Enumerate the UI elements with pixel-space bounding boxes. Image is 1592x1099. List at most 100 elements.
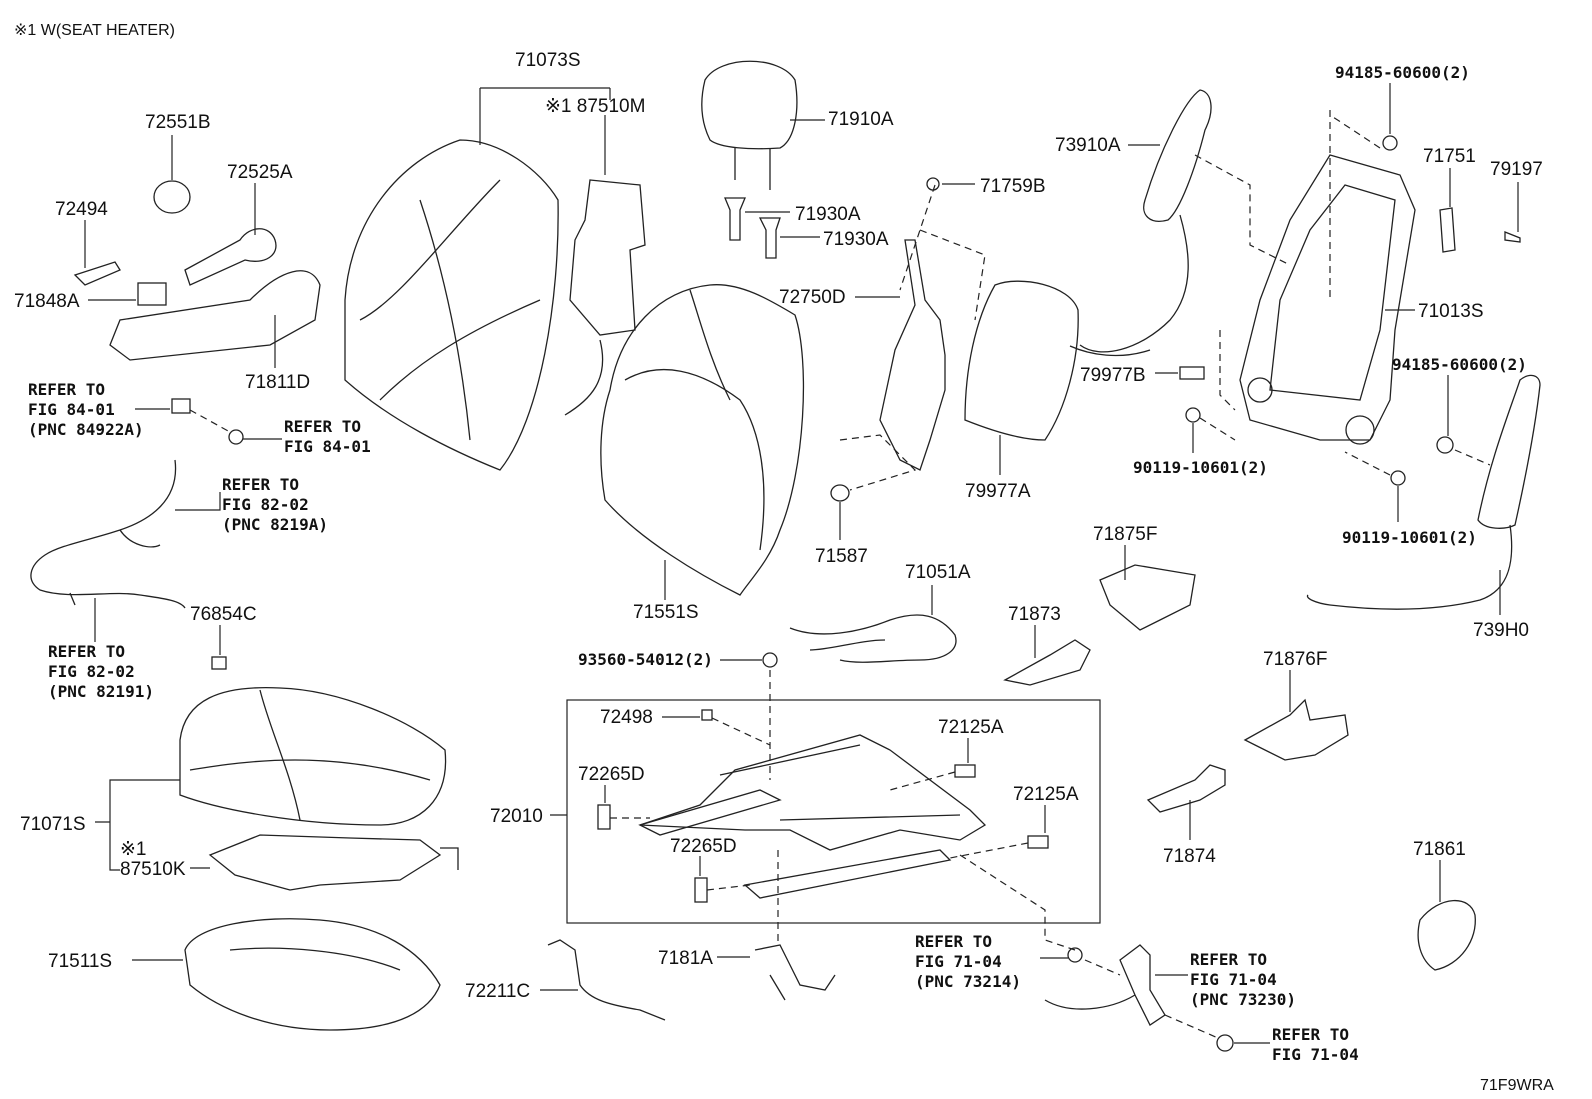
part-label-72494[interactable]: 72494: [55, 199, 108, 220]
part-label-71874[interactable]: 71874: [1163, 846, 1216, 867]
part-label-90119-2[interactable]: 90119-10601(2): [1342, 528, 1477, 547]
screw-drawing: [228, 429, 244, 445]
part-label-72750D[interactable]: 72750D: [779, 287, 846, 308]
cover-71873-drawing: [1003, 639, 1091, 686]
seatback-heater-drawing: [564, 179, 646, 416]
diagram-code: 71F9WRA: [1480, 1077, 1554, 1094]
part-label-71759B[interactable]: 71759B: [980, 176, 1046, 197]
part-label-71873[interactable]: 71873: [1008, 604, 1061, 625]
ref-fig-71-04-73230[interactable]: REFER TO FIG 71-04 (PNC 73230): [1190, 950, 1296, 1009]
cap-71861-drawing: [1417, 899, 1476, 971]
svg-text:(PNC 82191): (PNC 82191): [48, 682, 154, 701]
part-label-72125A-1[interactable]: 72125A: [938, 717, 1004, 738]
dash-94185-top: [1329, 114, 1381, 149]
part-label-71861[interactable]: 71861: [1413, 839, 1466, 860]
part-label-72211C[interactable]: 72211C: [465, 981, 530, 1002]
bracket-71875F-drawing: [1099, 564, 1196, 631]
ref-fig-71-04-73214[interactable]: REFER TO FIG 71-04 (PNC 73214): [915, 932, 1021, 991]
part-label-93560[interactable]: 93560-54012(2): [578, 650, 713, 669]
part-label-71875F[interactable]: 71875F: [1093, 524, 1157, 545]
dash-buckle: [959, 854, 1121, 976]
bolt-93560-drawing: [762, 652, 778, 668]
ref-fig-84-01-pnc[interactable]: REFER TO FIG 84-01 (PNC 84922A): [28, 380, 144, 439]
bolt-90119-1-drawing: [1185, 407, 1201, 423]
svg-text:(PNC 73214): (PNC 73214): [915, 972, 1021, 991]
svg-text:REFER TO: REFER TO: [1272, 1025, 1349, 1044]
part-label-79197[interactable]: 79197: [1490, 159, 1543, 180]
svg-text:REFER TO: REFER TO: [1190, 950, 1267, 969]
part-label-71910A[interactable]: 71910A: [828, 109, 894, 130]
part-label-72551B[interactable]: 72551B: [145, 112, 211, 133]
part-label-71848A[interactable]: 71848A: [14, 291, 80, 312]
svg-text:REFER TO: REFER TO: [222, 475, 299, 494]
svg-text:(PNC 73230): (PNC 73230): [1190, 990, 1296, 1009]
ref-fig-82-02-8219A[interactable]: REFER TO FIG 82-02 (PNC 8219A): [222, 475, 328, 534]
nut-73214-drawing: [1067, 947, 1083, 963]
part-label-739H0[interactable]: 739H0: [1473, 620, 1529, 641]
part-label-87510M[interactable]: ※1 87510M: [545, 96, 645, 117]
side-shield-drawing: [109, 270, 321, 361]
part-label-72125A-2[interactable]: 72125A: [1013, 784, 1079, 805]
part-label-72265D-2[interactable]: 72265D: [670, 836, 737, 857]
seatback-frame-drawing: [1239, 154, 1416, 445]
nut-94185-mid-drawing: [1436, 436, 1454, 454]
part-label-72525A[interactable]: 72525A: [227, 162, 293, 183]
recliner-handle-drawing: [184, 228, 277, 286]
ref-fig-84-01[interactable]: REFER TO FIG 84-01: [284, 417, 371, 456]
part-label-79977A[interactable]: 79977A: [965, 481, 1031, 502]
seatback-cover-drawing: [344, 139, 559, 471]
seat-cushion-cover-drawing: [179, 686, 447, 826]
svg-text:FIG 82-02: FIG 82-02: [222, 495, 309, 514]
part-label-94185-top[interactable]: 94185-60600(2): [1335, 63, 1470, 82]
part-label-71751[interactable]: 71751: [1423, 146, 1476, 167]
seat-belt-buckle-drawing: [1044, 944, 1166, 1026]
dash-72265D-2: [706, 884, 751, 891]
clip-76854C-drawing: [211, 656, 227, 670]
side-airbag-2-drawing: [1306, 374, 1541, 610]
part-label-76854C[interactable]: 76854C: [190, 604, 257, 625]
part-label-90119-1[interactable]: 90119-10601(2): [1133, 458, 1268, 477]
part-label-71876F[interactable]: 71876F: [1263, 649, 1327, 670]
clip-72498-drawing: [701, 709, 713, 721]
pad-71751-drawing: [1439, 207, 1456, 253]
part-label-71930A-1[interactable]: 71930A: [795, 204, 861, 225]
dash-94185-mid: [1454, 449, 1491, 466]
part-label-71930A-2[interactable]: 71930A: [823, 229, 889, 250]
seatback-board-drawing: [879, 239, 946, 471]
part-label-72498[interactable]: 72498: [600, 707, 653, 728]
part-label-87510K[interactable]: 87510K: [120, 859, 186, 880]
part-label-7181A[interactable]: 7181A: [658, 948, 713, 969]
part-label-94185-mid[interactable]: 94185-60600(2): [1392, 355, 1527, 374]
clip-71759B-drawing: [926, 177, 940, 191]
part-label-71051A[interactable]: 71051A: [905, 562, 971, 583]
part-label-71071S[interactable]: 71071S: [20, 814, 86, 835]
ref-fig-71-04[interactable]: REFER TO FIG 71-04: [1272, 1025, 1359, 1064]
clip-71587-drawing: [830, 484, 850, 502]
svg-text:REFER TO: REFER TO: [915, 932, 992, 951]
dash-72498: [711, 717, 771, 746]
nut-71-04-drawing: [1216, 1034, 1234, 1052]
part-label-72010[interactable]: 72010: [490, 806, 543, 827]
part-label-71811D[interactable]: 71811D: [245, 372, 310, 393]
part-label-71511S[interactable]: 71511S: [48, 951, 112, 972]
wire-72211C-drawing: [547, 939, 666, 1021]
part-label-71073S[interactable]: 71073S: [515, 50, 581, 71]
part-label-79977B[interactable]: 79977B: [1080, 365, 1146, 386]
cover-71876F-drawing: [1243, 698, 1349, 761]
part-label-73910A[interactable]: 73910A: [1055, 135, 1121, 156]
dash-72125A-2: [949, 842, 1029, 859]
seat-track-drawing: [638, 734, 987, 899]
ref-fig-82-02-82191[interactable]: REFER TO FIG 82-02 (PNC 82191): [48, 642, 154, 701]
part-label-71013S[interactable]: 71013S: [1418, 301, 1484, 322]
svg-text:REFER TO: REFER TO: [48, 642, 125, 661]
part-label-71587[interactable]: 71587: [815, 546, 868, 567]
leader-71073S: [479, 87, 611, 145]
clip-72494-drawing: [73, 261, 121, 286]
svg-text:FIG 71-04: FIG 71-04: [915, 952, 1002, 971]
harness-71051A-drawing: [789, 614, 957, 663]
part-label-72265D-1[interactable]: 72265D: [578, 764, 645, 785]
leader-71071S: [95, 779, 180, 871]
airbag-wire-drawing: [1069, 345, 1151, 357]
part-label-71551S[interactable]: 71551S: [633, 602, 699, 623]
